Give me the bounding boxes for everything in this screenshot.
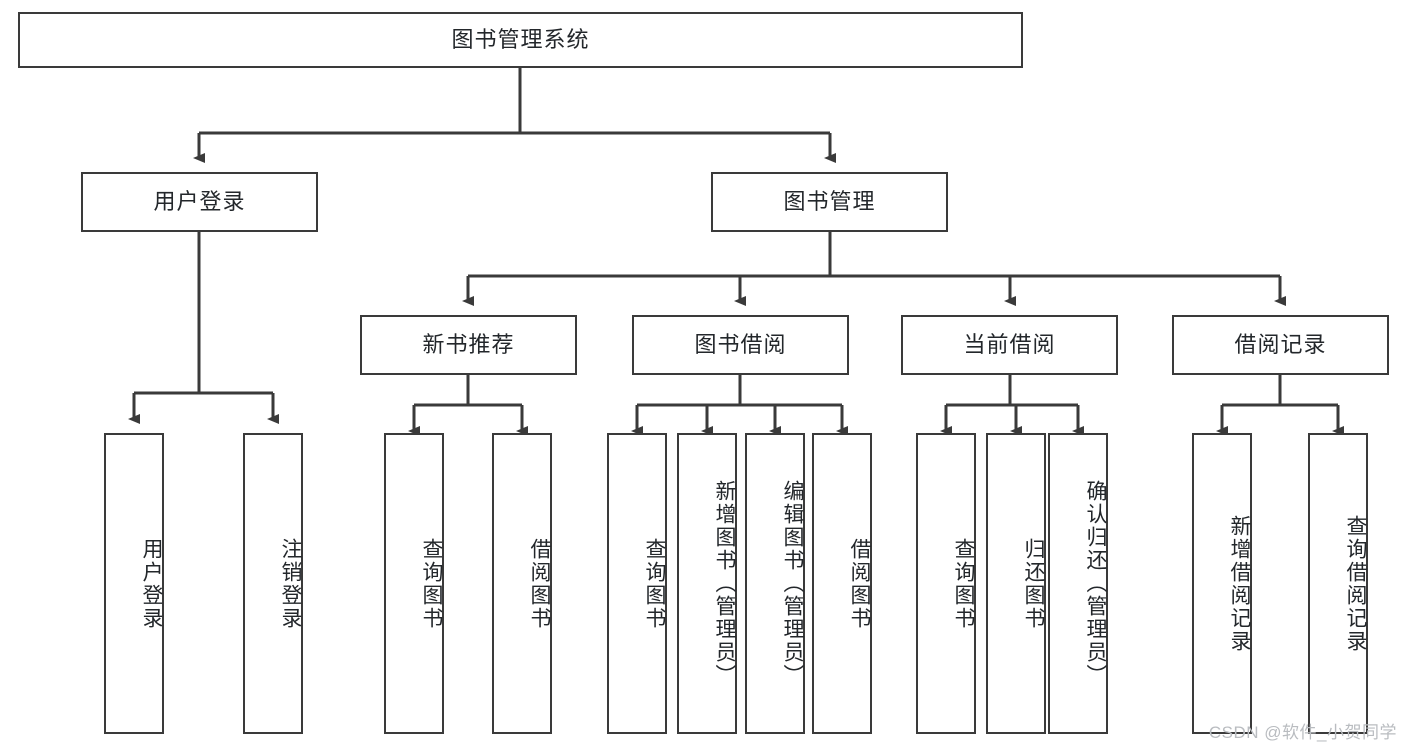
node-user-login-label: 用户登录 (153, 188, 246, 214)
leaf-br-query-record-label: 查询借阅记录 (1344, 514, 1367, 653)
node-new-book-recommend-label: 新书推荐 (422, 331, 515, 357)
leaf-rec-query-book[interactable]: 查询图书 (384, 433, 444, 734)
leaf-bb-edit-book[interactable]: 编辑图书（管理员） (745, 433, 805, 734)
node-borrow-record-label: 借阅记录 (1234, 331, 1327, 357)
leaf-rec-borrow-book-label: 借阅图书 (528, 537, 551, 630)
node-book-borrow[interactable]: 图书借阅 (632, 315, 849, 375)
leaf-logout[interactable]: 注销登录 (243, 433, 303, 734)
leaf-br-add-record[interactable]: 新增借阅记录 (1192, 433, 1252, 734)
leaf-user-login[interactable]: 用户登录 (104, 433, 164, 734)
node-new-book-recommend[interactable]: 新书推荐 (360, 315, 577, 375)
leaf-cb-return-book-label: 归还图书 (1022, 537, 1045, 630)
leaf-br-add-record-label: 新增借阅记录 (1228, 514, 1251, 653)
leaf-bb-borrow-book[interactable]: 借阅图书 (812, 433, 872, 734)
leaf-rec-query-book-label: 查询图书 (420, 537, 443, 630)
leaf-bb-borrow-book-label: 借阅图书 (848, 537, 871, 630)
leaf-cb-query-book[interactable]: 查询图书 (916, 433, 976, 734)
node-root-label: 图书管理系统 (451, 26, 590, 52)
node-user-login[interactable]: 用户登录 (81, 172, 318, 232)
leaf-br-query-record[interactable]: 查询借阅记录 (1308, 433, 1368, 734)
csdn-watermark: CSDN @软件_小贺同学 (1208, 723, 1397, 742)
leaf-bb-add-book-label: 新增图书（管理员） (713, 480, 736, 687)
leaf-cb-confirm-return[interactable]: 确认归还（管理员） (1048, 433, 1108, 734)
leaf-rec-borrow-book[interactable]: 借阅图书 (492, 433, 552, 734)
node-current-borrow[interactable]: 当前借阅 (901, 315, 1118, 375)
leaf-bb-edit-book-label: 编辑图书（管理员） (781, 480, 804, 687)
leaf-user-login-label: 用户登录 (140, 537, 163, 630)
leaf-cb-query-book-label: 查询图书 (952, 537, 975, 630)
leaf-bb-add-book[interactable]: 新增图书（管理员） (677, 433, 737, 734)
node-book-management-label: 图书管理 (783, 188, 876, 214)
node-book-borrow-label: 图书借阅 (694, 331, 787, 357)
node-root[interactable]: 图书管理系统 (18, 12, 1023, 68)
leaf-bb-query-book[interactable]: 查询图书 (607, 433, 667, 734)
leaf-bb-query-book-label: 查询图书 (643, 537, 666, 630)
leaf-cb-return-book[interactable]: 归还图书 (986, 433, 1046, 734)
node-book-management[interactable]: 图书管理 (711, 172, 948, 232)
leaf-cb-confirm-return-label: 确认归还（管理员） (1084, 480, 1107, 687)
node-current-borrow-label: 当前借阅 (963, 331, 1056, 357)
node-borrow-record[interactable]: 借阅记录 (1172, 315, 1389, 375)
leaf-logout-label: 注销登录 (279, 537, 302, 630)
